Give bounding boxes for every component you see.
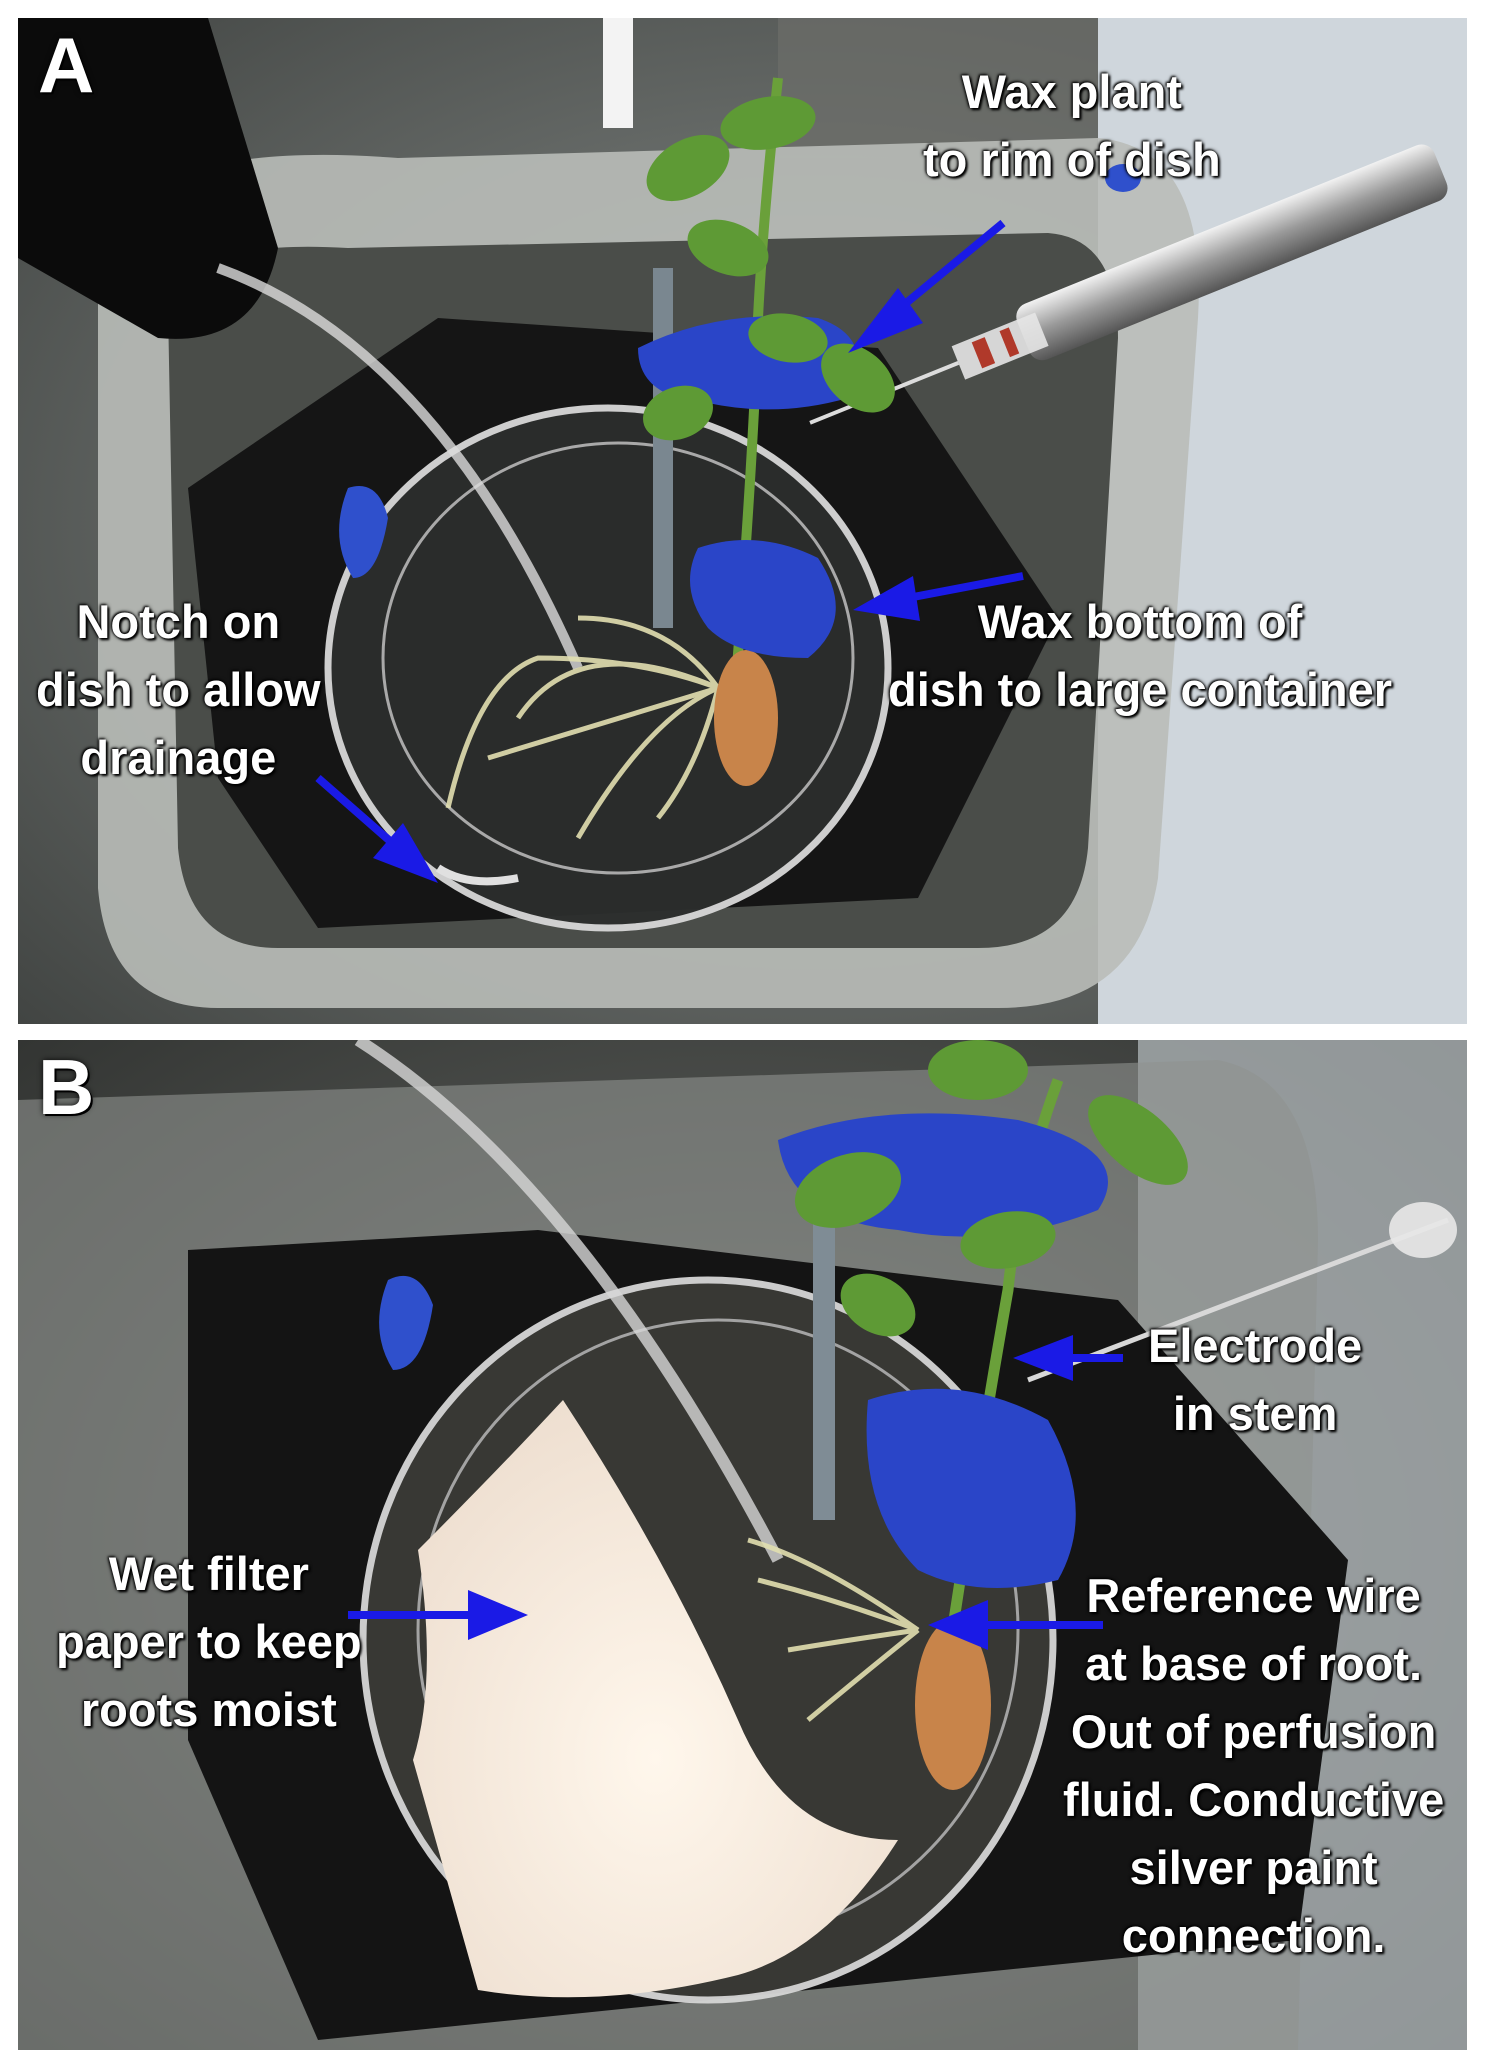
label-electrode: Electrode in stem [1148,1312,1362,1448]
label-wax-plant: Wax plant to rim of dish [923,58,1221,194]
panel-a-letter: A [38,21,95,109]
label-filter-paper: Wet filter paper to keep roots moist [56,1540,362,1744]
label-reference-wire-line-5: silver paint [1129,1841,1378,1894]
panel-a: A Wax plant to rim of dish Notch on dish… [18,18,1467,1024]
panel-a-photo [18,18,1467,1024]
label-electrode-line-1: Electrode [1148,1319,1363,1372]
label-wax-bottom: Wax bottom of dish to large container [888,588,1392,724]
label-wax-plant-line-1: Wax plant [961,65,1182,118]
panel-b-photo [18,1040,1467,2050]
label-filter-paper-line-3: roots moist [80,1683,337,1736]
panel-b: B Electrode in stem Wet filter paper to … [18,1040,1467,2050]
label-wax-bottom-line-2: dish to large container [888,663,1393,716]
label-reference-wire-line-1: Reference wire [1086,1569,1421,1622]
label-notch-line-1: Notch on [76,595,281,648]
label-notch-line-2: dish to allow [36,663,321,716]
label-electrode-line-2: in stem [1172,1387,1338,1440]
label-wax-bottom-line-1: Wax bottom of [977,595,1303,648]
label-filter-paper-line-1: Wet filter [108,1547,309,1600]
label-filter-paper-line-2: paper to keep [56,1615,362,1668]
label-reference-wire: Reference wire at base of root. Out of p… [1063,1562,1444,1970]
panel-b-letter: B [38,1043,95,1131]
label-wax-plant-line-2: to rim of dish [923,133,1221,186]
label-reference-wire-line-3: Out of perfusion [1070,1705,1437,1758]
label-reference-wire-line-4: fluid. Conductive [1063,1773,1445,1826]
label-reference-wire-line-6: connection. [1121,1909,1386,1962]
label-notch: Notch on dish to allow drainage [36,588,321,792]
label-notch-line-3: drainage [80,731,277,784]
label-reference-wire-line-2: at base of root. [1085,1637,1423,1690]
